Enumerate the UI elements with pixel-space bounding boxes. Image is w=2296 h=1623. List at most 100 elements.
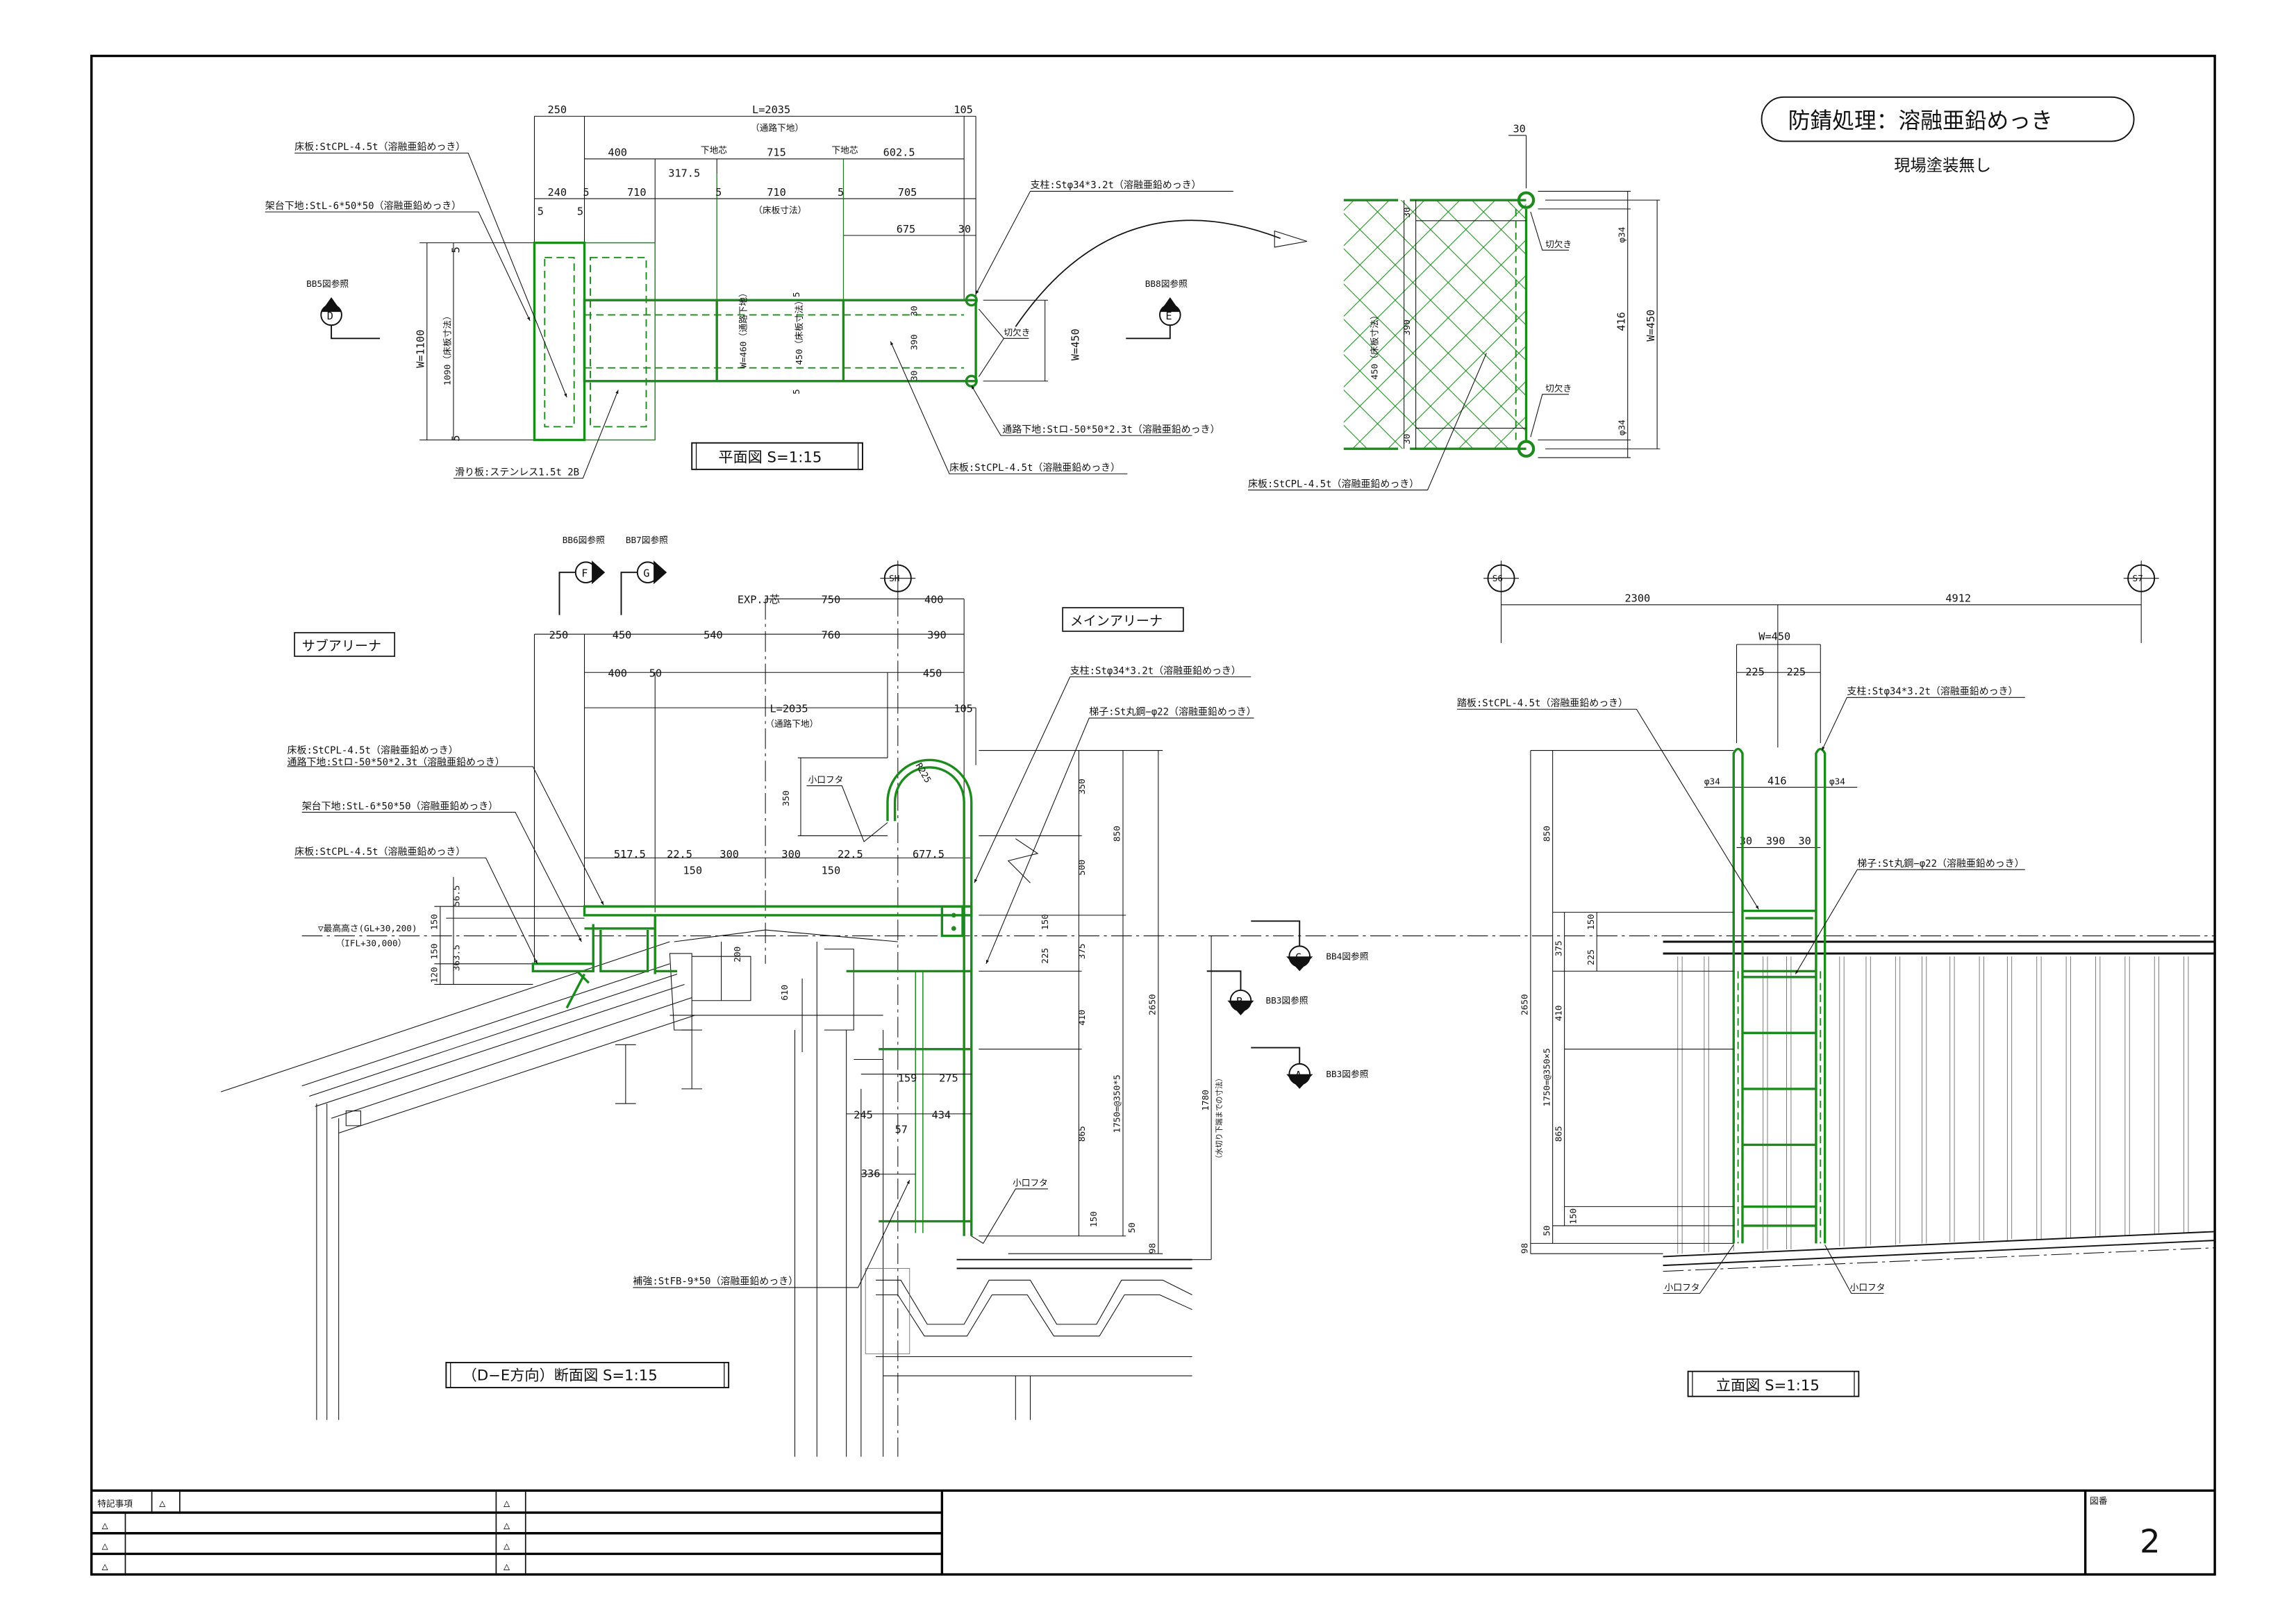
- notes-label: 特記事項: [97, 1499, 133, 1509]
- dim-label: 750: [822, 594, 841, 606]
- dim-label: 30: [958, 223, 971, 235]
- dim-label: 150: [1586, 914, 1596, 930]
- label-ladder: 梯子:St丸鋼−φ22（溶融亜鉛めっき）: [1089, 707, 1256, 718]
- dim-label: 1780: [1200, 1090, 1211, 1111]
- sub-arena-box: サブアリーナ: [294, 632, 396, 657]
- dim-label: W=450: [1645, 310, 1657, 342]
- dim-label: 715: [767, 147, 786, 159]
- dim-label: 400: [608, 667, 627, 680]
- label-deck: 床板:StCPL-4.5t（溶融亜鉛めっき）: [294, 847, 465, 858]
- ref-label: BB8図参照: [1145, 278, 1188, 289]
- label-ladder: 梯子:St丸鋼−φ22（溶融亜鉛めっき）: [1857, 858, 2024, 869]
- dim-label: 30: [908, 306, 919, 316]
- dim-label: 710: [627, 186, 647, 199]
- ladder: [1732, 747, 1827, 1244]
- section-title-box: （D−E方向）断面図 S=1:15: [445, 1362, 730, 1388]
- dim-label: 150: [683, 865, 702, 877]
- label-notch: 切欠き: [1545, 239, 1572, 249]
- deck-plate-detail: [1343, 200, 1526, 449]
- dim-label: 450（床板寸法）: [1370, 310, 1380, 379]
- label-post: 支柱:Stφ34*3.2t（溶融亜鉛めっき）: [1847, 686, 2018, 697]
- treatment-title: 防錆処理：溶融亜鉛めっき: [1788, 108, 2053, 133]
- dim-label: L=2035: [752, 103, 790, 116]
- marker-label: S7: [2132, 573, 2143, 583]
- main-roof: [865, 1258, 1192, 1420]
- dim-label: φ34: [1616, 226, 1627, 242]
- dim-label: 225: [1586, 949, 1596, 965]
- marker-letter: B: [1236, 995, 1242, 1008]
- revision-mark: △: [504, 1519, 510, 1531]
- dim-label: 225: [1040, 948, 1050, 964]
- dim-label: 120: [429, 967, 440, 983]
- dim-label: 22.5: [838, 848, 863, 860]
- drawing-number: 2: [2140, 1522, 2161, 1560]
- dim-label: 2650: [1520, 994, 1530, 1015]
- dim-label: L=2035: [770, 702, 808, 715]
- dim-label: 410: [1553, 1005, 1563, 1021]
- label-deck: 床板:StCPL-4.5t（溶融亜鉛めっき）: [949, 463, 1120, 474]
- roof-structure: [221, 929, 898, 1457]
- dim-label: R225: [914, 761, 933, 785]
- dim-label: W=450: [1069, 328, 1081, 360]
- dim-label: 98: [1147, 1243, 1158, 1254]
- dim-label: 5: [449, 247, 462, 253]
- dim-label: 2650: [1147, 994, 1158, 1015]
- marker-label: SH: [889, 573, 899, 583]
- marker-letter: E: [1165, 310, 1172, 322]
- dim-label: φ34: [1704, 776, 1720, 786]
- corrugated-wall: [1663, 940, 2215, 1272]
- post-circle: [965, 294, 978, 307]
- dim-label: 225: [1745, 666, 1765, 679]
- dim-label: 245: [854, 1108, 873, 1121]
- dim-label: 150: [429, 943, 440, 959]
- dim-label: 675: [897, 223, 916, 235]
- dim-label: 200: [732, 947, 742, 963]
- dim-label: 50: [1126, 1222, 1137, 1233]
- dim-label: 610: [779, 985, 790, 1001]
- dim-label: 677.5: [913, 848, 945, 860]
- detail-arrow: [1015, 219, 1281, 327]
- level-mark: ▽最高高さ(GL+30,200): [318, 923, 417, 933]
- dim-label: 150: [1568, 1208, 1579, 1224]
- dim-label: 1090（床板寸法）: [442, 311, 453, 385]
- dim-label: 517.5: [614, 848, 646, 860]
- revision-mark: △: [504, 1540, 510, 1552]
- label-slide-plate: 滑り板:ステンレス1.5t 2B: [455, 466, 579, 478]
- marker-letter: F: [581, 567, 588, 580]
- section-view: BB6図参照 BB7図参照 F G SH サブアリーナ メインアリーナ: [221, 535, 2215, 1457]
- marker-letter: A: [1295, 1069, 1301, 1081]
- plan-view: 250 L=2035 105 （通路下地） 400 下地芯 715 下地芯 60…: [265, 103, 1307, 479]
- label-walkway-base: 通路下地:Stロ-50*50*2.3t（溶融亜鉛めっき）: [1002, 424, 1220, 435]
- dim-label: 865: [1553, 1126, 1563, 1142]
- sheet-border: [90, 54, 2216, 1576]
- grid-marker-s6: S6: [1483, 560, 1519, 597]
- label-end-cap: 小口フタ: [1013, 1178, 1048, 1188]
- dim-label: 22.5: [667, 848, 692, 860]
- dim-label: 450: [923, 667, 942, 680]
- dim-label: 375: [1076, 943, 1087, 959]
- ref-label: BB5図参照: [306, 278, 349, 289]
- label-frame: 架台下地:StL-6*50*50（溶融亜鉛めっき）: [302, 801, 499, 812]
- dim-label: 30: [1401, 434, 1412, 444]
- section-marker-f: F: [558, 560, 606, 615]
- dim-label: 410: [1076, 1010, 1087, 1026]
- dim-label: 336: [861, 1167, 881, 1180]
- dim-label: 56.5: [451, 885, 461, 907]
- dim-label: 390: [1766, 835, 1786, 847]
- dim-label: W=450: [1758, 631, 1790, 643]
- paint-note: 現場塗装無し: [1894, 156, 1991, 175]
- platform-deck: [533, 241, 586, 442]
- revision-mark: △: [102, 1519, 109, 1531]
- marker-letter: D: [327, 310, 333, 322]
- label-deck: 床板:StCPL-4.5t（溶融亜鉛めっき）: [288, 745, 458, 756]
- platform-steel: [531, 758, 973, 1236]
- main-arena-label: メインアリーナ: [1070, 613, 1163, 629]
- grid-marker-sh: SH: [880, 560, 916, 597]
- label-deck: 床板:StCPL-4.5t（溶融亜鉛めっき）: [294, 142, 465, 153]
- dim-label: 30: [1798, 835, 1811, 847]
- ref-label: BB3図参照: [1326, 1069, 1368, 1079]
- dim-label: 416: [1767, 774, 1787, 787]
- dim-note: （通路下地）: [765, 719, 818, 729]
- label-post: 支柱:Stφ34*3.2t（溶融亜鉛めっき）: [1070, 665, 1241, 676]
